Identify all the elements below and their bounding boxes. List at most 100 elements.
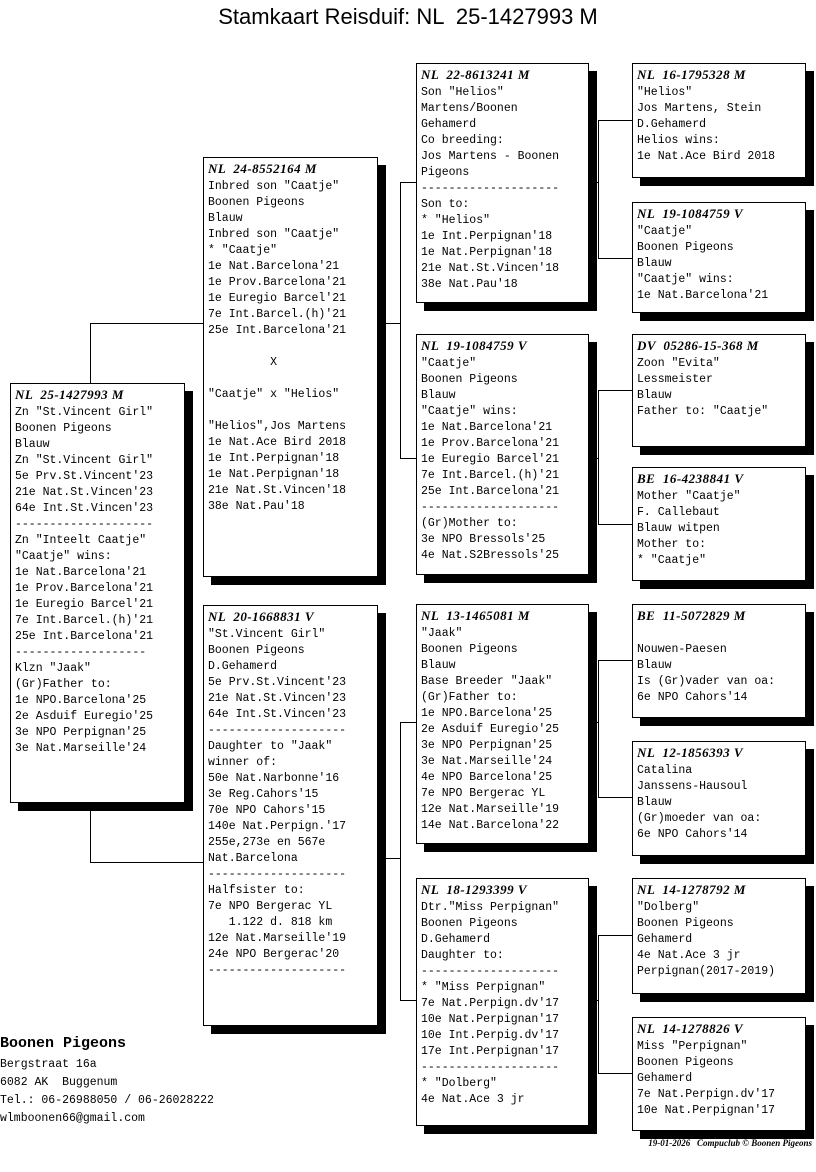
pigeon-info-line: Boonen Pigeons: [637, 241, 734, 254]
pigeon-info-line: winner of:: [208, 756, 278, 769]
connector-subject-sire: [90, 323, 203, 383]
pigeon-info-line: 25e Int.Barcelona'21: [421, 485, 560, 498]
pigeon-info-line: 64e Int.St.Vincen'23: [15, 502, 154, 515]
breeder-phone: Tel.: 06-26988050 / 06-26028222: [0, 1094, 214, 1107]
pigeon-info-line: D.Gehamerd: [421, 933, 491, 946]
pigeon-info-line: 1e Nat.Barcelona'21: [421, 421, 553, 434]
pigeon-info-line: 70e NPO Cahors'15: [208, 804, 326, 817]
pigeon-info-line: 7e NPO Bergerac YL: [421, 787, 546, 800]
pigeon-info-line: Boonen Pigeons: [15, 422, 112, 435]
pigeon-card-dam: NL 20-1668831 V"St.Vincent Girl"Boonen P…: [203, 605, 378, 1026]
pigeon-info-line: Is (Gr)vader van oa:: [637, 675, 776, 688]
pigeon-info-line: Boonen Pigeons: [637, 1056, 734, 1069]
pigeon-info-line: 14e Nat.Barcelona'22: [421, 819, 560, 832]
pigeon-info-line: Blauw: [637, 659, 672, 672]
pigeon-info-line: 3e Nat.Marseille'24: [421, 755, 553, 768]
pigeon-info-line: 1e Euregio Barcel'21: [421, 453, 560, 466]
pigeon-info-line: Nouwen-Paesen: [637, 643, 727, 656]
pigeon-info-line: 7e Int.Barcel.(h)'21: [421, 469, 560, 482]
pigeon-info-line: Dtr."Miss Perpignan": [421, 901, 560, 914]
pigeon-info-line: 1e Nat.Perpignan'18: [421, 246, 553, 259]
pigeon-info-line: "Caatje" wins:: [637, 273, 734, 286]
ring-number-header: DV 05286-15-368 M: [637, 338, 759, 353]
pigeon-info-line: Blauw witpen: [637, 522, 720, 535]
pigeon-info-line: Son "Helios": [421, 86, 504, 99]
pigeon-info-line: 3e NPO Perpignan'25: [15, 726, 147, 739]
breeder-address: Bergstraat 16a: [0, 1058, 97, 1071]
ring-number-header: NL 14-1278792 M: [637, 882, 746, 897]
pigeon-info-line: Mother to:: [637, 538, 707, 551]
pigeon-info-line: 5e Prv.St.Vincent'23: [15, 470, 154, 483]
pigeon-info-line: "Caatje" wins:: [15, 550, 112, 563]
pigeon-info-line: 64e Int.St.Vincen'23: [208, 708, 347, 721]
pigeon-info-line: 21e Nat.St.Vincen'23: [208, 692, 347, 705]
pigeon-info-line: 140e Nat.Perpign.'17: [208, 820, 347, 833]
pigeon-info-line: Jos Martens - Boonen: [421, 150, 560, 163]
pigeon-info-line: Gehamerd: [637, 1072, 693, 1085]
ring-number-header: NL 19-1084759 V: [637, 206, 744, 221]
pigeon-info-line: 1e NPO.Barcelona'25: [15, 694, 147, 707]
pigeon-info-line: [208, 339, 377, 355]
pigeon-info-line: 7e Nat.Perpign.dv'17: [637, 1088, 776, 1101]
pigeon-info-line: 5e Prv.St.Vincent'23: [208, 676, 347, 689]
pigeon-info-line: * "Caatje": [208, 244, 278, 257]
pigeon-info-line: "Caatje": [637, 225, 693, 238]
pigeon-info-line: Daughter to "Jaak": [208, 740, 333, 753]
pigeon-info-line: Daughter to:: [421, 949, 504, 962]
pigeon-info-line: * "Caatje": [637, 554, 707, 567]
pigeon-info-line: Boonen Pigeons: [637, 917, 734, 930]
pigeon-info-line: 24e NPO Bergerac'20: [208, 948, 340, 961]
pigeon-info-line: "Caatje" x "Helios": [208, 388, 340, 401]
pigeon-info-line: 1e Euregio Barcel'21: [208, 292, 347, 305]
pigeon-info-line: Father to: "Caatje": [637, 405, 769, 418]
pigeon-info-line: 1e Int.Perpignan'18: [421, 230, 553, 243]
pigeon-info-line: Martens/Boonen: [421, 102, 518, 115]
ring-number-header: NL 16-1795328 M: [637, 67, 746, 82]
pigeon-info-line: (Gr)moeder van oa:: [637, 812, 762, 825]
pigeon-info-line: 1e Nat.Barcelona'21: [208, 260, 340, 273]
ring-number-header: NL 12-1856393 V: [637, 745, 744, 760]
pigeon-info-line: --------------------: [421, 1061, 560, 1074]
pigeon-info-line: Boonen Pigeons: [421, 917, 518, 930]
pigeon-info-line: Blauw: [637, 796, 672, 809]
pigeon-info-line: (Gr)Mother to:: [421, 517, 518, 530]
breeder-info: Boonen Pigeons Bergstraat 16a 6082 AK Bu…: [0, 1034, 214, 1128]
pigeon-info-line: F. Callebaut: [637, 506, 720, 519]
pigeon-info-line: 1e NPO.Barcelona'25: [421, 707, 553, 720]
connector-subject-dam: [90, 802, 203, 863]
breeder-name: Boonen Pigeons: [0, 1035, 127, 1052]
ring-number-header: BE 11-5072829 M: [637, 608, 746, 623]
pigeon-info-line: 12e Nat.Marseille'19: [208, 932, 347, 945]
pigeon-info-line: 1e Prov.Barcelona'21: [15, 582, 154, 595]
pigeon-info-line: Klzn "Jaak": [15, 662, 91, 675]
pigeon-info-line: --------------------: [421, 501, 560, 514]
connector-sd-parents: [588, 390, 632, 525]
pigeon-info-line: * "Dolberg": [421, 1077, 497, 1090]
pigeon-info-line: 38e Nat.Pau'18: [421, 278, 518, 291]
page-title: Stamkaart Reisduif: NL 25-1427993 M: [218, 4, 598, 29]
pigeon-card-sdd: BE 16-4238841 V Mother "Caatje" F. Calleba…: [632, 467, 806, 581]
pigeon-info-line: 38e Nat.Pau'18: [208, 500, 305, 513]
ring-number-header: NL 24-8552164 M: [208, 161, 317, 176]
breeder-postcode-city: 6082 AK Buggenum: [0, 1076, 118, 1089]
pigeon-info-line: 7e Int.Barcel.(h)'21: [15, 614, 154, 627]
pigeon-info-line: 3e Reg.Cahors'15: [208, 788, 319, 801]
pigeon-info-line: --------------------: [421, 965, 560, 978]
pigeon-info-line: "Jaak": [421, 627, 463, 640]
pigeon-info-line: Lessmeister: [637, 373, 713, 386]
pigeon-info-line: Zn "Inteelt Caatje": [15, 534, 147, 547]
pigeon-info-line: [208, 371, 377, 387]
pigeon-info-line: * "Helios": [421, 214, 491, 227]
pigeon-info-line: 21e Nat.St.Vincen'23: [15, 486, 154, 499]
pigeon-info-line: Blauw: [637, 389, 672, 402]
pigeon-info-line: "St.Vincent Girl": [208, 628, 326, 641]
ring-number-header: NL 20-1668831 V: [208, 609, 315, 624]
ring-number-header: BE 16-4238841 V: [637, 471, 744, 486]
ring-number-header: NL 25-1427993 M: [15, 387, 124, 402]
pigeon-info-line: Mother "Caatje": [637, 490, 741, 503]
